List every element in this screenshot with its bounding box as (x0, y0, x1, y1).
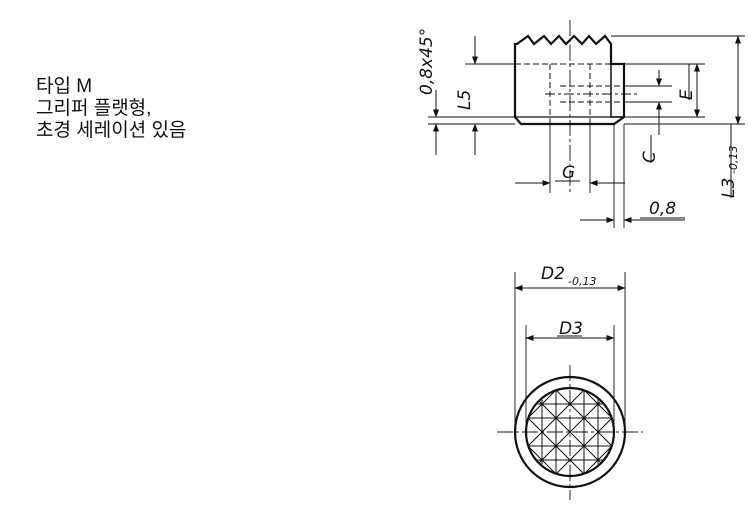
type-subtitle: 그리퍼 플랫형, (36, 98, 152, 119)
top-view (497, 272, 643, 500)
chamfer-label: 0,8x45° (417, 28, 437, 95)
side-view-groove (610, 64, 624, 118)
d3-label: D3 (559, 319, 583, 339)
l5-label: L5 (455, 90, 475, 110)
e-label: E (677, 89, 697, 100)
dimension-lines (433, 35, 741, 223)
dimension-labels: 0,8x45° L5 C E L3 -0,13 G 0,8 D2 -0,13 D… (417, 28, 740, 339)
g-label: G (562, 163, 575, 183)
l3-tolerance: -0,13 (727, 146, 740, 174)
type-feature: 초경 세레이션 있음 (36, 120, 187, 141)
d2-tolerance: -0,13 (568, 275, 596, 288)
type-description: 타입 M 그리퍼 플랫형, 초경 세레이션 있음 (36, 76, 186, 142)
l3-label: L3 (719, 178, 739, 198)
side-view (513, 20, 640, 195)
offset-label: 0,8 (649, 199, 676, 219)
side-view-body-outline (513, 34, 626, 126)
label-underlines (555, 64, 732, 219)
c-label: C (640, 151, 660, 163)
type-title: 타입 M (36, 76, 93, 97)
d2-label: D2 (541, 264, 565, 284)
